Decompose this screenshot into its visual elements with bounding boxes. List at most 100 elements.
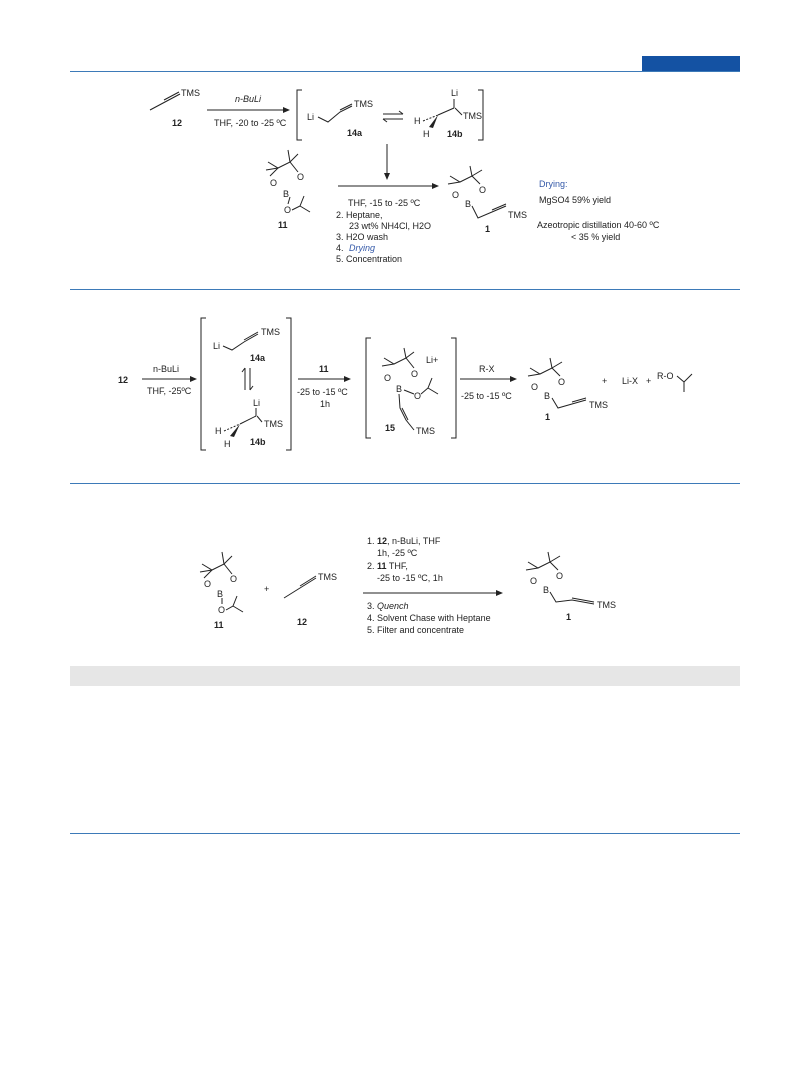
condition-thf: THF, -25ºC bbox=[147, 386, 192, 396]
compound-label-1: 1 bbox=[485, 224, 490, 234]
compound-label-11: 11 bbox=[214, 620, 224, 630]
compound-12: TMS 12 bbox=[283, 572, 337, 627]
workup-step-4-number: 4. bbox=[336, 243, 344, 253]
boron-label: B bbox=[217, 589, 223, 599]
h-label: H bbox=[423, 129, 430, 139]
arrowhead bbox=[432, 183, 439, 189]
rule-scheme-1 bbox=[70, 289, 740, 290]
compound-label-12: 12 bbox=[118, 375, 128, 385]
tms-label: TMS bbox=[463, 111, 482, 121]
compound-11: O O B O 11 bbox=[265, 149, 311, 230]
compound-12: TMS 12 bbox=[149, 88, 200, 128]
oxygen-label: O bbox=[556, 571, 563, 581]
compound-11: O O B O 11 bbox=[199, 551, 244, 630]
oxygen-label: O bbox=[411, 369, 418, 379]
header-tab bbox=[642, 56, 740, 71]
compound-label-1: 1 bbox=[545, 412, 550, 422]
drying-azeotropic: Azeotropic distillation 40-60 ºC bbox=[537, 220, 660, 230]
condition-thf: THF, -20 to -25 ºC bbox=[214, 118, 287, 128]
bracket-right bbox=[451, 337, 457, 439]
procedure-step-1-detail: 1h, -25 ºC bbox=[377, 548, 418, 558]
workup-step-4-drying: Drying bbox=[349, 243, 375, 253]
compound-14a: Li TMS 14a bbox=[307, 99, 373, 138]
reagent-11: 11 bbox=[319, 364, 329, 374]
compound-14a: Li TMS 14a bbox=[213, 327, 280, 363]
oxygen-label: O bbox=[530, 576, 537, 586]
h-label: H bbox=[224, 439, 231, 449]
drying-azeotropic-yield: < 35 % yield bbox=[571, 232, 620, 242]
bracket-left bbox=[296, 89, 302, 141]
li-label: Li bbox=[213, 341, 220, 351]
bracket-left bbox=[365, 337, 371, 439]
compound-label-11: 11 bbox=[278, 220, 288, 230]
drying-title: Drying: bbox=[539, 179, 568, 189]
arrowhead bbox=[384, 173, 390, 180]
boron-label: B bbox=[283, 189, 289, 199]
procedure-step-1: 1. 12, n-BuLi, THF bbox=[367, 536, 441, 546]
arrowhead bbox=[344, 376, 351, 382]
compound-1: O O B TMS 1 bbox=[527, 357, 608, 422]
compound-1: O O B TMS 1 bbox=[447, 165, 527, 234]
rule-bottom bbox=[70, 833, 740, 834]
tms-label: TMS bbox=[508, 210, 527, 220]
scheme-3: O O B O 11 + TMS 12 1. 12, n-BuLi, THF 1… bbox=[199, 536, 616, 635]
compound-14b: Li H TMS H 14b bbox=[215, 398, 283, 449]
tms-label: TMS bbox=[589, 400, 608, 410]
oxygen-label: O bbox=[230, 574, 237, 584]
compound-1: O O B TMS 1 bbox=[525, 551, 616, 622]
li-cation-label: Li+ bbox=[426, 355, 438, 365]
li-label: Li bbox=[307, 112, 314, 122]
procedure-step-2: 2. 11 THF, bbox=[367, 561, 408, 571]
h-label: H bbox=[414, 116, 421, 126]
bracket-right bbox=[478, 89, 484, 141]
tms-label: TMS bbox=[597, 600, 616, 610]
compound-15: Li+ O O B O TMS 15 bbox=[381, 347, 438, 436]
equilibrium-arrows bbox=[241, 367, 254, 391]
procedure-step-5: 5. Filter and concentrate bbox=[367, 625, 464, 635]
condition-temperature: -25 to -15 ºC bbox=[297, 387, 348, 397]
tms-label: TMS bbox=[354, 99, 373, 109]
tms-label: TMS bbox=[318, 572, 337, 582]
workup-step-2: 2. Heptane, bbox=[336, 210, 383, 220]
compound-label-12: 12 bbox=[297, 617, 307, 627]
h-label: H bbox=[215, 426, 222, 436]
oxygen-label: O bbox=[218, 605, 225, 615]
equilibrium-arrows bbox=[382, 110, 404, 123]
condition-time: 1h bbox=[320, 399, 330, 409]
compound-label-14b: 14b bbox=[447, 129, 463, 139]
oxygen-label: O bbox=[384, 373, 391, 383]
lithium-halide: Li-X bbox=[622, 376, 638, 386]
ro-label: R-O bbox=[657, 371, 674, 381]
scheme-2: 12 n-BuLi THF, -25ºC Li TMS 14a Li H TMS… bbox=[118, 317, 693, 451]
compound-label-1: 1 bbox=[566, 612, 571, 622]
workup-step-3: 3. H2O wash bbox=[336, 232, 388, 242]
li-label: Li bbox=[451, 88, 458, 98]
arrowhead bbox=[510, 376, 517, 382]
plus-sign: + bbox=[646, 376, 651, 386]
arrowhead bbox=[190, 376, 197, 382]
compound-14b: Li H TMS H 14b bbox=[414, 88, 482, 139]
rule-top bbox=[70, 71, 740, 72]
oxygen-label: O bbox=[297, 172, 304, 182]
oxygen-label: O bbox=[284, 205, 291, 215]
compound-label-14b: 14b bbox=[250, 437, 266, 447]
plus-sign: + bbox=[602, 376, 607, 386]
oxygen-label: O bbox=[479, 185, 486, 195]
procedure-step-2-detail: -25 to -15 ºC, 1h bbox=[377, 573, 443, 583]
condition-thf: THF, -15 to -25 ºC bbox=[348, 198, 421, 208]
tms-label: TMS bbox=[264, 419, 283, 429]
bracket-right bbox=[286, 317, 292, 451]
boron-label: B bbox=[543, 585, 549, 595]
compound-label-12: 12 bbox=[172, 118, 182, 128]
oxygen-label: O bbox=[204, 579, 211, 589]
arrowhead bbox=[496, 590, 503, 596]
tms-label: TMS bbox=[181, 88, 200, 98]
bracket-left bbox=[200, 317, 206, 451]
reagent-rx: R-X bbox=[479, 364, 495, 374]
condition-temperature: -25 to -15 ºC bbox=[461, 391, 512, 401]
reagent-nbuli: n-BuLi bbox=[235, 94, 262, 104]
drying-mgso4: MgSO4 59% yield bbox=[539, 195, 611, 205]
workup-step-5: 5. Concentration bbox=[336, 254, 402, 264]
workup-step-2-detail: 23 wt% NH4Cl, H2O bbox=[349, 221, 431, 231]
rule-scheme-2 bbox=[70, 483, 740, 484]
